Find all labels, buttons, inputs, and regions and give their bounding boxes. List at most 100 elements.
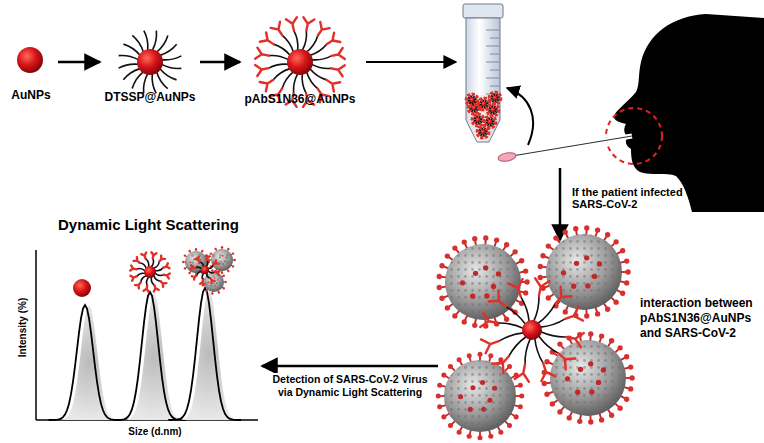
stage-label: interaction between pAbS1N36@AuNPs and S… — [640, 296, 758, 341]
flow-arrow — [366, 61, 456, 63]
chart-title: Dynamic Light Scattering — [58, 216, 258, 235]
spike-protein — [205, 290, 207, 292]
linker-chain — [132, 35, 143, 52]
spike-protein — [223, 275, 225, 277]
test-tube — [463, 4, 503, 142]
spike-protein — [620, 291, 625, 296]
antibody — [476, 96, 478, 97]
dls-peak — [169, 288, 241, 420]
spike-protein — [595, 227, 600, 232]
spike-protein — [609, 338, 614, 343]
linker-chain — [123, 69, 140, 80]
antibody — [131, 276, 137, 281]
spike-protein — [473, 271, 478, 276]
spike-protein — [620, 248, 625, 253]
spike-protein — [597, 261, 602, 266]
spike-protein — [439, 263, 444, 268]
spike-protein — [624, 280, 629, 285]
spike-protein — [599, 417, 604, 422]
spike-protein — [439, 296, 444, 301]
spike-protein — [470, 293, 475, 298]
antibody — [472, 113, 473, 115]
linker-chain — [498, 323, 523, 328]
spike-protein — [480, 380, 485, 385]
spike-protein — [613, 239, 618, 244]
linker-chain — [539, 336, 558, 353]
antibody — [215, 271, 220, 275]
spike-protein — [223, 287, 225, 289]
spike-protein — [584, 313, 589, 318]
antibody — [482, 116, 484, 117]
antibody — [489, 291, 506, 307]
antibody — [489, 101, 491, 102]
spike-protein — [468, 407, 473, 412]
particle-stage: AuNPs — [6, 40, 56, 102]
spike-protein — [441, 373, 446, 378]
spike-protein — [483, 265, 488, 270]
linker-chain — [157, 72, 168, 89]
gold-nanoparticle — [287, 49, 313, 75]
antibody — [555, 287, 571, 304]
mouth-highlight — [606, 108, 662, 164]
antibody — [478, 107, 480, 108]
antibody — [475, 104, 476, 106]
antibody — [151, 252, 156, 258]
spike-protein — [605, 307, 610, 312]
antibody — [494, 118, 496, 119]
antibody — [200, 280, 204, 285]
linker-chain — [132, 72, 143, 89]
linker-chain — [302, 31, 306, 51]
gold-nanoparticle — [137, 49, 163, 75]
antibody — [479, 126, 480, 128]
gold-nanoparticle — [144, 266, 156, 278]
spike-protein — [561, 270, 566, 275]
spike-protein — [472, 323, 477, 328]
dls-peak — [114, 292, 186, 420]
antibody — [134, 257, 140, 263]
linker-chain — [294, 31, 298, 51]
spike-protein — [573, 226, 578, 231]
spike-protein — [494, 237, 499, 242]
antibody — [144, 286, 149, 292]
flow-arrow — [262, 365, 438, 368]
spike-protein — [571, 283, 576, 288]
spike-protein — [232, 252, 234, 254]
spike-protein — [588, 361, 593, 366]
antibody — [509, 279, 523, 297]
spike-protein — [491, 284, 496, 289]
gold-nanoparticle — [201, 266, 209, 274]
antibody — [468, 94, 469, 96]
virus-particle — [550, 340, 626, 416]
spike-protein — [628, 364, 633, 369]
spike-protein — [557, 341, 562, 346]
antibody — [484, 120, 486, 121]
linker-chain — [162, 64, 182, 68]
antibody — [159, 256, 165, 262]
spike-protein — [452, 313, 457, 318]
spike-protein — [601, 367, 606, 372]
antibody — [495, 123, 497, 124]
spike-protein — [550, 401, 555, 406]
spike-protein — [563, 229, 568, 234]
antibody — [481, 339, 499, 353]
antibody — [195, 257, 199, 262]
antibody — [500, 99, 502, 100]
antibody — [190, 265, 195, 269]
linker-chain — [302, 74, 306, 94]
antibody — [482, 109, 483, 111]
linker-chain — [151, 258, 154, 267]
antibody — [141, 253, 146, 259]
linker-chain — [136, 269, 145, 272]
spike-protein — [514, 414, 519, 419]
linker-chain — [310, 44, 327, 55]
antibody — [484, 126, 485, 128]
antibody — [497, 106, 499, 107]
spike-protein — [457, 357, 462, 362]
antibody — [468, 111, 470, 112]
linker-chain — [293, 74, 297, 94]
particle-stage: pAbS1N36@AuNPs — [242, 30, 358, 106]
linker-chain — [282, 35, 293, 52]
spike-protein — [234, 259, 236, 261]
antibody — [487, 113, 489, 114]
linker-chain — [541, 319, 566, 327]
